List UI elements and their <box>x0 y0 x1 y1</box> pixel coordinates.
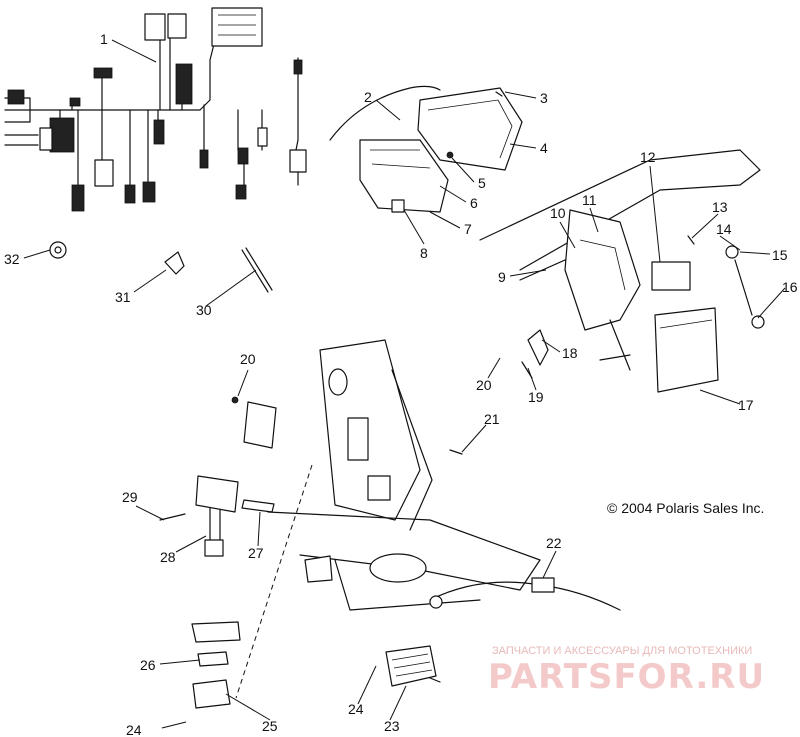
callout-3: 3 <box>540 90 548 106</box>
loose-parts <box>49 241 273 293</box>
watermark-tagline: ЗАПЧАСТИ И АКСЕССУАРЫ ДЛЯ МОТОТЕХНИКИ <box>492 645 752 657</box>
callout-23: 23 <box>384 718 400 734</box>
callout-11: 11 <box>582 192 597 208</box>
callout-numbers: 1 2 3 4 5 6 7 8 9 10 11 12 13 14 15 16 1… <box>4 31 798 737</box>
callout-31: 31 <box>115 289 131 305</box>
callout-15: 15 <box>772 247 788 263</box>
callout-2: 2 <box>364 89 372 105</box>
watermark-brand: PARTSFOR.RU <box>488 657 765 697</box>
callout-28: 28 <box>160 549 176 565</box>
callout-9: 9 <box>498 269 506 285</box>
callout-21: 21 <box>484 411 500 427</box>
callout-12: 12 <box>640 149 656 165</box>
callout-30: 30 <box>196 302 212 318</box>
callout-17: 17 <box>738 397 754 413</box>
callout-29: 29 <box>122 489 138 505</box>
callout-19: 19 <box>528 389 544 405</box>
callout-26: 26 <box>140 657 156 673</box>
callout-14: 14 <box>716 221 732 237</box>
callout-5: 5 <box>478 175 486 191</box>
callout-18: 18 <box>562 345 578 361</box>
callout-27: 27 <box>248 545 264 561</box>
callout-leaders <box>23 39 786 729</box>
battery-cable <box>429 577 621 611</box>
callout-10: 10 <box>550 205 566 221</box>
wiring-harness <box>4 7 263 212</box>
frame-battery <box>479 149 765 393</box>
electrical-panel <box>159 339 463 557</box>
tail-light-assembly <box>329 85 523 213</box>
callout-24-right: 24 <box>348 701 364 717</box>
callout-4: 4 <box>540 140 548 156</box>
callout-25: 25 <box>262 718 278 734</box>
loose-wires <box>235 57 307 200</box>
callout-20-right: 20 <box>476 377 492 393</box>
callout-1: 1 <box>100 31 108 47</box>
callout-6: 6 <box>470 195 478 211</box>
callout-8: 8 <box>420 245 428 261</box>
callout-24-left: 24 <box>126 722 142 737</box>
callout-20-left: 20 <box>240 351 256 367</box>
callout-7: 7 <box>464 221 472 237</box>
bottom-components <box>191 621 441 709</box>
callout-32: 32 <box>4 251 20 267</box>
callout-13: 13 <box>712 199 728 215</box>
callout-22: 22 <box>546 535 562 551</box>
copyright-text: © 2004 Polaris Sales Inc. <box>607 500 764 516</box>
callout-16: 16 <box>782 279 798 295</box>
